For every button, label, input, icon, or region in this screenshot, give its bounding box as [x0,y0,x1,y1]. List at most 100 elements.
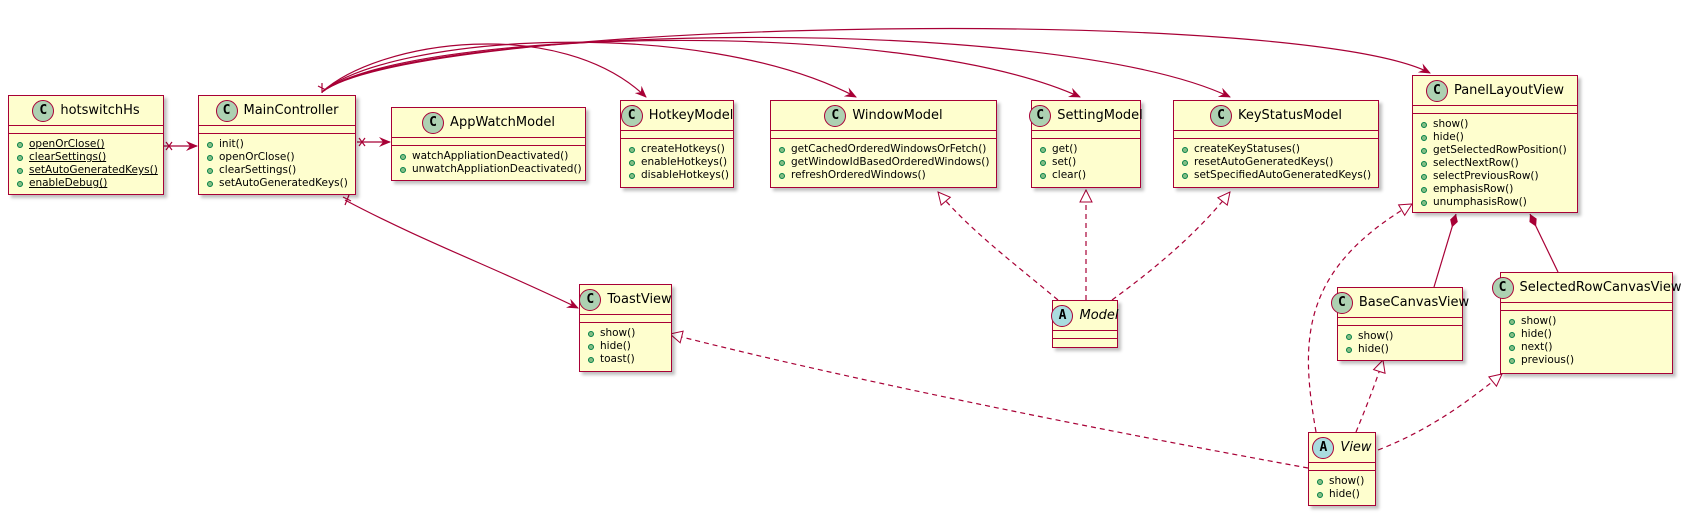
public-method-icon [207,154,213,161]
public-method-icon [1509,344,1515,351]
class-name: View [1340,440,1372,455]
method: show() [1346,330,1454,343]
method: show() [1509,315,1664,328]
method: clear() [1040,169,1132,182]
public-method-icon [1421,147,1427,154]
method: set() [1040,156,1132,169]
public-method-icon [1509,357,1515,364]
public-method-icon [400,166,406,173]
method: enableHotkeys() [629,156,727,169]
public-method-icon [1040,172,1046,179]
method: disableHotkeys() [629,169,729,182]
class-badge-icon: C [1491,276,1514,299]
edge-maincontroller-keystatusmodel [321,36,1231,98]
cross-maincontroller-appwatch [358,137,366,147]
public-method-icon [629,146,635,153]
method: hide() [1421,131,1569,144]
method: clearSettings() [17,151,155,164]
method: show() [1421,118,1569,131]
edge-model-keystatusmodel [1111,192,1230,301]
class-badge-icon: C [579,288,602,311]
class-name: ToastView [607,292,672,307]
public-method-icon [1421,199,1427,206]
class-name: AppWatchModel [450,115,555,130]
public-method-icon [1040,146,1046,153]
class-basecanvasview[interactable]: C BaseCanvasView show() hide() [1330,287,1469,361]
edge-view-toastview [670,334,1309,469]
method: hide() [588,340,663,353]
edge-model-windowmodel [938,192,1059,301]
class-name: SettingModel [1057,108,1143,123]
method: hide() [1346,343,1454,356]
method: hide() [1317,488,1367,501]
public-method-icon [629,159,635,166]
public-method-icon [629,172,635,179]
edge-panellayout-selectedrow [1529,213,1559,273]
edge-maincontroller-toastview [344,199,579,309]
method: emphasisRow() [1421,183,1569,196]
edge-maincontroller-panellayoutview [321,27,1431,93]
public-method-icon [779,159,785,166]
method: clearSettings() [207,164,347,177]
class-name: BaseCanvasView [1358,295,1470,310]
method: openOrClose() [17,138,155,151]
class-badge-icon: C [1425,79,1448,102]
method: openOrClose() [207,151,347,164]
edge-maincontroller-settingmodel [321,39,1081,98]
method: setSpecifiedAutoGeneratedKeys() [1182,169,1371,182]
public-method-icon [1509,331,1515,338]
method: getSelectedRowPosition() [1421,144,1569,157]
cross-maincontroller-bottom [342,194,352,206]
public-method-icon [207,141,213,148]
class-badge-icon: C [1330,291,1353,314]
public-method-icon [1421,186,1427,193]
edge-view-selectedrowcanvasview [1377,374,1502,451]
method: unumphasisRow() [1421,196,1569,209]
method: setAutoGeneratedKeys() [17,164,158,177]
class-name: SelectedRowCanvasView [1519,280,1682,295]
class-name: HotkeyModel [648,108,734,123]
edge-maincontroller-windowmodel [321,41,857,98]
method: watchAppliationDeactivated() [400,150,577,163]
method: refreshOrderedWindows() [779,169,988,182]
public-method-icon [1421,173,1427,180]
class-badge-icon: C [215,99,238,122]
method: show() [588,327,663,340]
public-method-icon [1509,318,1515,325]
edge-maincontroller-hotkeymodel [321,43,647,98]
public-method-icon [207,180,213,187]
cross-maincontroller-top [317,83,327,93]
method: unwatchAppliationDeactivated() [400,163,582,176]
public-method-icon [588,343,594,350]
public-method-icon [17,141,23,148]
edge-view-basecanvasview [1355,360,1383,433]
public-method-icon [207,167,213,174]
method: enableDebug() [17,177,155,190]
public-method-icon [779,146,785,153]
public-method-icon [588,330,594,337]
public-method-icon [17,167,23,174]
public-method-icon [1182,146,1188,153]
class-name: hotswitchHs [60,103,140,118]
method: show() [1317,475,1367,488]
cross-hotswitch [165,141,173,151]
public-method-icon [1317,491,1323,498]
public-method-icon [779,172,785,179]
method: init() [207,138,347,151]
edge-panellayout-basecanvas [1433,213,1458,288]
method: selectNextRow() [1421,157,1569,170]
public-method-icon [17,154,23,161]
